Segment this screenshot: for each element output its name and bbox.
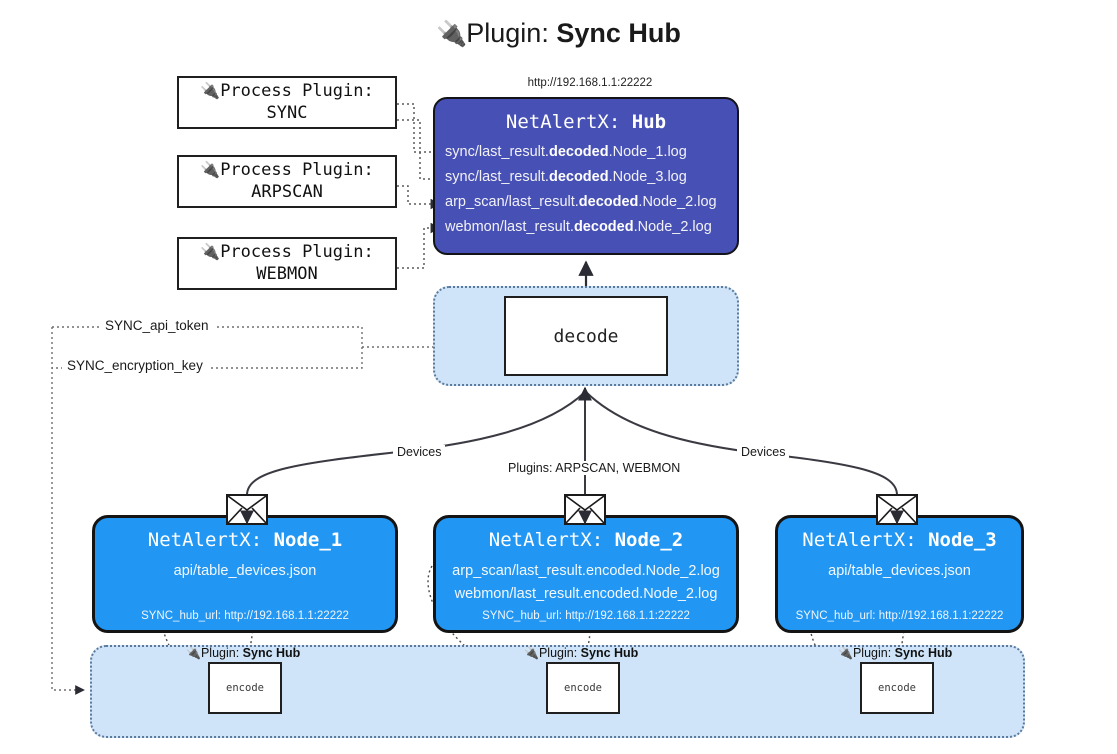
hub-title: NetAlertX: Hub xyxy=(505,111,667,133)
strip-plugin-label-2: 🔌Plugin: Sync Hub xyxy=(524,646,639,660)
plug-icon: 🔌 xyxy=(200,81,221,101)
label-sync-encryption-key: SYNC_encryption_key xyxy=(62,358,208,373)
hub-log-3: arp_scan/last_result.decoded.Node_2.log xyxy=(445,193,717,210)
process-plugin-webmon[interactable]: 🔌Process Plugin: WEBMON xyxy=(177,237,397,290)
process-plugin-webmon-line1: 🔌Process Plugin: xyxy=(200,242,374,263)
node-1-footer: SYNC_hub_url: http://192.168.1.1:22222 xyxy=(141,610,349,622)
encode-box-3[interactable]: encode xyxy=(860,662,934,714)
plug-icon: 🔌 xyxy=(200,242,221,262)
process-plugin-arpscan-line2: ARPSCAN xyxy=(251,181,323,202)
edge-secrets-to-strip xyxy=(51,327,85,695)
hub-url: http://192.168.1.1:22222 xyxy=(527,77,653,89)
plug-icon: 🔌 xyxy=(200,160,221,180)
node-1-lines: api/table_devices.json xyxy=(95,560,395,583)
hub-log-list: sync/last_result.decoded.Node_1.log sync… xyxy=(435,140,737,240)
node-2-line-2: webmon/last_result.encoded.Node_2.log xyxy=(454,586,718,603)
label-sync-api-token: SYNC_api_token xyxy=(100,318,214,333)
hub-log-4: webmon/last_result.decoded.Node_2.log xyxy=(445,218,712,235)
hub-log-2: sync/last_result.decoded.Node_3.log xyxy=(445,168,687,185)
envelope-icon xyxy=(564,494,606,525)
encode-box-2[interactable]: encode xyxy=(546,662,620,714)
process-plugin-sync-line1: 🔌Process Plugin: xyxy=(200,81,374,102)
strip-plugin-label-1: 🔌Plugin: Sync Hub xyxy=(186,646,301,660)
node-3-lines: api/table_devices.json xyxy=(778,560,1021,583)
edge-label-devices-right: Devices xyxy=(737,445,790,459)
edge-label-devices-left: Devices xyxy=(393,445,446,459)
plug-icon: 🔌 xyxy=(524,646,539,660)
node-3-footer: SYNC_hub_url: http://192.168.1.1:22222 xyxy=(795,610,1004,622)
process-plugin-sync-line2: SYNC xyxy=(266,102,308,123)
node-3[interactable]: NetAlertX: Node_3 api/table_devices.json… xyxy=(775,515,1024,633)
hub-log-1: sync/last_result.decoded.Node_1.log xyxy=(445,144,687,160)
envelope-icon xyxy=(876,494,918,525)
decode-box[interactable]: decode xyxy=(504,296,668,376)
node-2-lines: arp_scan/last_result.encoded.Node_2.log … xyxy=(436,560,736,607)
page-title: 🔌Plugin: Sync Hub xyxy=(0,18,1117,49)
encode-box-1[interactable]: encode xyxy=(208,662,282,714)
process-plugin-arpscan[interactable]: 🔌Process Plugin: ARPSCAN xyxy=(177,155,397,208)
process-plugin-arpscan-line1: 🔌Process Plugin: xyxy=(200,160,374,181)
node-2-title: NetAlertX: Node_2 xyxy=(488,529,684,551)
edge-label-plugins-center: Plugins: ARPSCAN, WEBMON xyxy=(504,461,685,475)
title-prefix: Plugin: xyxy=(466,18,557,48)
node-2-line-1: arp_scan/last_result.encoded.Node_2.log xyxy=(452,563,720,579)
edge-node3-to-decode xyxy=(585,391,898,496)
process-plugin-webmon-line2: WEBMON xyxy=(256,263,318,284)
plug-icon: 🔌 xyxy=(186,646,201,660)
node-2[interactable]: NetAlertX: Node_2 arp_scan/last_result.e… xyxy=(433,515,739,633)
node-3-line-1: api/table_devices.json xyxy=(828,563,971,579)
node-1-line-1: api/table_devices.json xyxy=(173,563,317,579)
node-2-footer: SYNC_hub_url: http://192.168.1.1:22222 xyxy=(482,610,690,622)
node-1[interactable]: NetAlertX: Node_1 api/table_devices.json… xyxy=(92,515,398,633)
node-1-title: NetAlertX: Node_1 xyxy=(147,529,343,551)
edge-node1-to-decode xyxy=(246,391,586,496)
hub-node[interactable]: NetAlertX: Hub sync/last_result.decoded.… xyxy=(433,97,739,255)
strip-plugin-label-3: 🔌Plugin: Sync Hub xyxy=(838,646,953,660)
title-name: Sync Hub xyxy=(556,18,681,48)
process-plugin-sync[interactable]: 🔌Process Plugin: SYNC xyxy=(177,76,397,129)
plug-icon: 🔌 xyxy=(436,20,467,48)
plug-icon: 🔌 xyxy=(838,646,853,660)
envelope-icon xyxy=(226,494,268,525)
node-3-title: NetAlertX: Node_3 xyxy=(802,529,997,551)
